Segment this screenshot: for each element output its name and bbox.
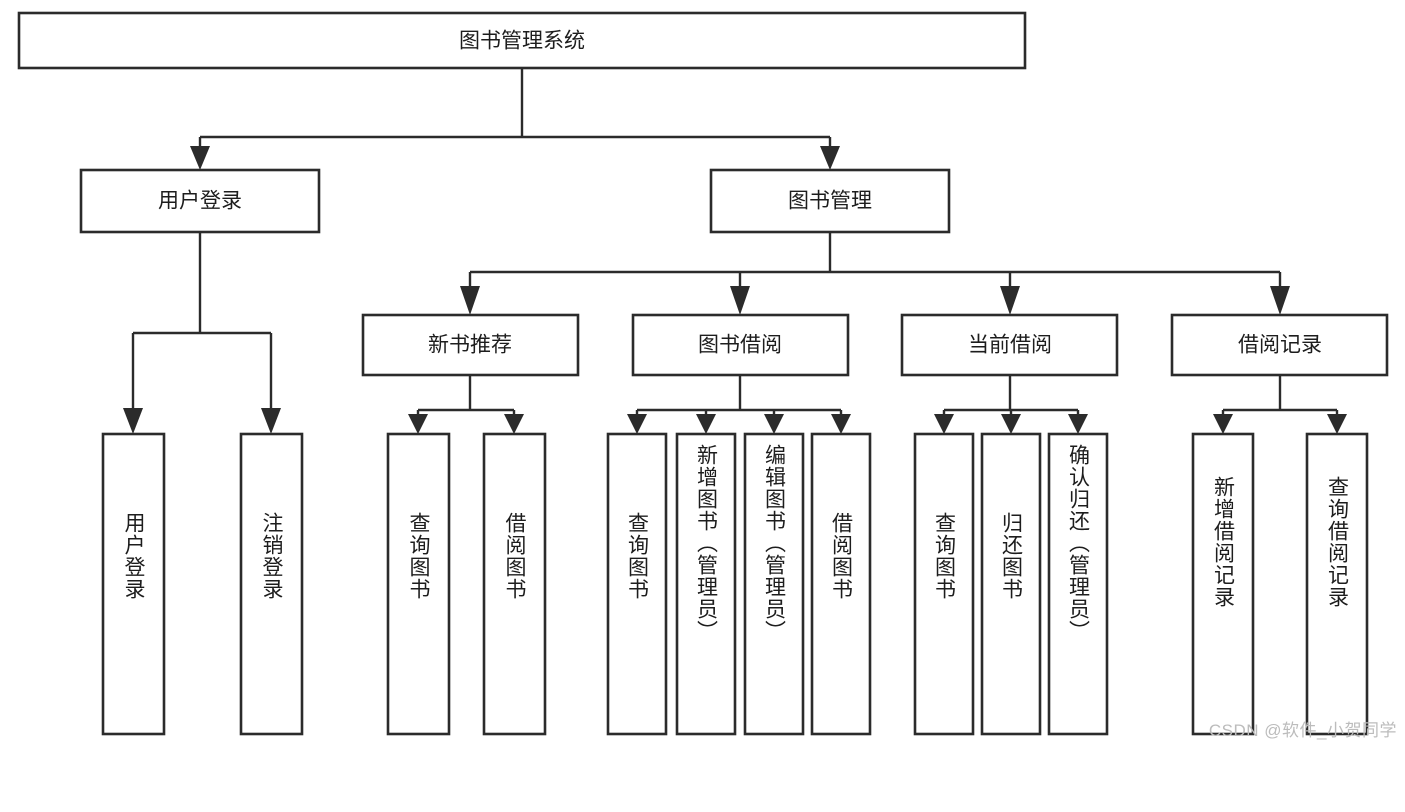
connector-book-management-to-level3 — [460, 232, 1290, 315]
node-leaf-query-book-recommend[interactable] — [386, 432, 451, 736]
connector-new-book-recommend-to-leaves — [408, 375, 524, 434]
node-leaf-confirm-return-admin[interactable] — [1047, 432, 1109, 736]
node-new-book-recommend[interactable]: 新书推荐 — [361, 313, 580, 377]
node-user-login[interactable]: 用户登录 — [79, 168, 321, 234]
leaf-boxes — [101, 432, 1369, 736]
node-user-login-label: 用户登录 — [158, 190, 242, 213]
node-borrow-record-label: 借阅记录 — [1238, 334, 1322, 357]
node-leaf-user-login[interactable] — [101, 432, 166, 736]
node-current-borrow[interactable]: 当前借阅 — [900, 313, 1119, 377]
csdn-watermark: CSDN @软件_小贺同学 — [1208, 721, 1397, 740]
node-book-borrow[interactable]: 图书借阅 — [631, 313, 850, 377]
diagram-canvas: 图书管理系统 用户登录 图书管理 新书推荐 图书借阅 当前借阅 借阅记录 — [17, 11, 1397, 740]
node-leaf-borrow-book-recommend[interactable] — [482, 432, 547, 736]
node-root[interactable]: 图书管理系统 — [17, 11, 1027, 70]
connector-borrow-record-to-leaves — [1213, 375, 1347, 434]
node-book-management-label: 图书管理 — [788, 190, 872, 213]
node-leaf-add-borrow-record[interactable] — [1191, 432, 1255, 736]
node-current-borrow-label: 当前借阅 — [968, 334, 1052, 357]
node-borrow-record[interactable]: 借阅记录 — [1170, 313, 1389, 377]
node-book-management[interactable]: 图书管理 — [709, 168, 951, 234]
node-leaf-borrow-book[interactable] — [810, 432, 872, 736]
node-leaf-query-book-current[interactable] — [913, 432, 975, 736]
node-leaf-logout-login[interactable] — [239, 432, 304, 736]
node-leaf-edit-book-admin[interactable] — [743, 432, 805, 736]
node-leaf-query-borrow-record[interactable] — [1305, 432, 1369, 736]
connector-user-login-to-leaves — [123, 232, 281, 434]
flowchart-svg: 图书管理系统 用户登录 图书管理 新书推荐 图书借阅 当前借阅 借阅记录 — [17, 11, 1389, 736]
node-new-book-recommend-label: 新书推荐 — [428, 334, 512, 357]
node-root-label: 图书管理系统 — [459, 30, 585, 53]
connector-current-borrow-to-leaves — [934, 375, 1088, 434]
node-leaf-query-book-borrow[interactable] — [606, 432, 668, 736]
node-leaf-return-book[interactable] — [980, 432, 1042, 736]
connector-root-to-level2 — [190, 68, 840, 170]
node-leaf-add-book-admin[interactable] — [675, 432, 737, 736]
connector-book-borrow-to-leaves — [627, 375, 851, 434]
node-book-borrow-label: 图书借阅 — [698, 334, 782, 357]
